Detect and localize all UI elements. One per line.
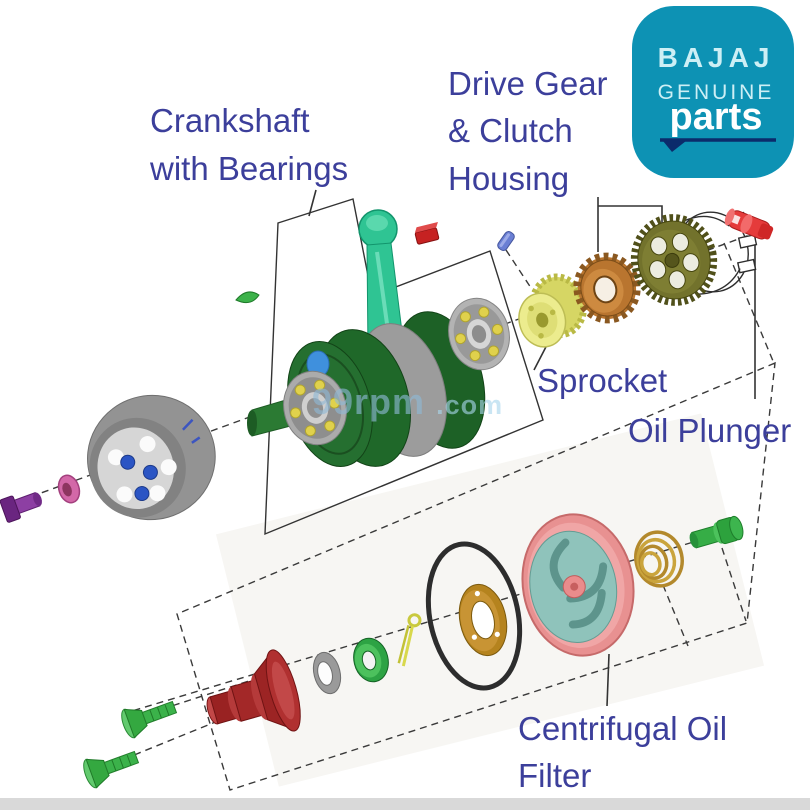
logo-brand-text: BAJAJ bbox=[658, 42, 775, 73]
collar-ring bbox=[353, 637, 389, 683]
label-sprocket: Sprocket bbox=[537, 362, 667, 399]
part-labels: Crankshaft with Bearings Drive Gear & Cl… bbox=[149, 65, 791, 794]
logo-arrow-icon bbox=[663, 141, 686, 152]
label-crankshaft-line2: with Bearings bbox=[149, 150, 348, 187]
crank-bearing bbox=[283, 370, 347, 446]
filter-screw-1 bbox=[121, 700, 178, 739]
filter-assembly-dashed-box bbox=[176, 361, 776, 791]
filter-spring bbox=[634, 530, 684, 588]
woodruff-key bbox=[414, 221, 440, 245]
label-drive-gear-line1: Drive Gear bbox=[448, 65, 608, 102]
cotter-pin bbox=[397, 613, 422, 667]
bottom-bar bbox=[0, 798, 810, 810]
filter-hub bbox=[206, 649, 301, 732]
magneto-rotor bbox=[87, 394, 216, 521]
label-drive-gear-line2: & Clutch bbox=[448, 112, 573, 149]
label-oil-filter-line1: Centrifugal Oil bbox=[518, 710, 727, 747]
clutch-leader-line bbox=[598, 205, 663, 224]
drive-gear bbox=[573, 252, 641, 324]
clutch-housing bbox=[630, 211, 758, 306]
filter-screw-2 bbox=[83, 750, 140, 789]
ball-bearing bbox=[448, 297, 510, 371]
centrifugal-oil-filter-part bbox=[521, 513, 635, 657]
watermark: 99rpm .com bbox=[312, 381, 503, 422]
bajaj-logo: BAJAJ GENUINE parts bbox=[632, 6, 794, 178]
oil-filter-leader-line bbox=[606, 653, 610, 707]
clutch-box-leader-line bbox=[723, 242, 774, 362]
label-oil-filter-line2: Filter bbox=[518, 757, 591, 794]
clutch-gear bbox=[630, 214, 718, 306]
pin-leader-line bbox=[505, 249, 534, 292]
label-drive-gear-line3: Housing bbox=[448, 160, 569, 197]
crankshaft-box bbox=[264, 198, 544, 536]
oil-pump-sprocket bbox=[518, 273, 588, 348]
crescent-key bbox=[235, 291, 260, 304]
oil-plunger-part bbox=[724, 208, 774, 240]
dowel-pin bbox=[497, 231, 515, 251]
brass-plate bbox=[458, 583, 508, 657]
label-oil-plunger: Oil Plunger bbox=[628, 412, 791, 449]
watermark-domain: .com bbox=[436, 390, 503, 420]
rotor-washer bbox=[57, 474, 81, 504]
watermark-name: 99rpm bbox=[312, 381, 425, 422]
bolt-leader-line bbox=[721, 547, 747, 622]
label-crankshaft-line1: Crankshaft bbox=[150, 102, 310, 139]
logo-background bbox=[632, 6, 794, 178]
flywheel-bolt bbox=[0, 492, 42, 523]
crankshaft-assembly bbox=[247, 209, 491, 468]
spring-leader-line bbox=[662, 584, 689, 647]
logo-parts-text: parts bbox=[670, 96, 763, 138]
lower-axis-line bbox=[121, 536, 711, 715]
filter-bolt bbox=[689, 515, 744, 549]
gasket-o-ring bbox=[425, 541, 523, 691]
logo-genuine-text: GENUINE bbox=[658, 81, 775, 104]
crankshaft-leader-line bbox=[308, 189, 317, 217]
flat-washer bbox=[312, 651, 342, 695]
